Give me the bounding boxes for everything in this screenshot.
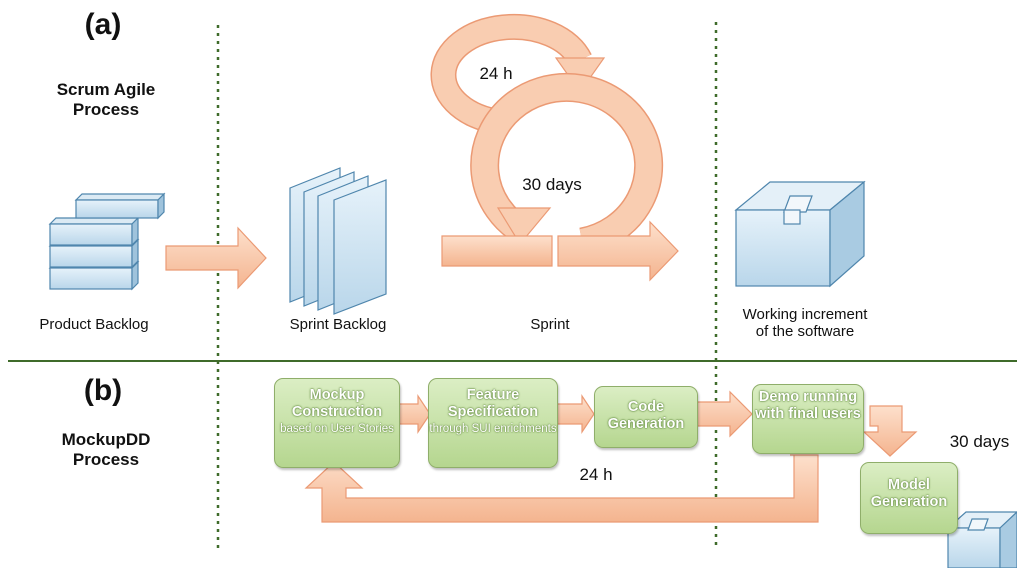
sprint-cycle-arrow-icon — [470, 72, 664, 257]
sprint-input-arrow — [441, 235, 553, 267]
arrow-mockup-to-feature — [397, 394, 431, 434]
product-backlog-label: Product Backlog — [39, 316, 149, 333]
mockup-construction-box: Mockup Construction based on User Storie… — [274, 378, 400, 468]
daily-cycle-label: 24 h — [479, 64, 513, 83]
feature-specification-box: Feature Specification through SUI enrich… — [428, 378, 558, 468]
mockup-construction-title: Mockup Construction — [291, 387, 383, 421]
arrow-code-to-demo — [695, 390, 753, 438]
sprint-label: Sprint — [530, 316, 570, 333]
sprint-cycle-label: 30 days — [522, 175, 582, 194]
mockup-construction-subtitle: based on User Stories — [280, 422, 394, 435]
mockup-loop-label: 24 h — [579, 465, 613, 484]
code-generation-title: Code Generation — [607, 399, 685, 433]
sprint-output-arrow — [557, 220, 679, 282]
sprint-backlog-icon — [289, 167, 387, 315]
model-output-box-icon — [946, 511, 1017, 568]
demo-title: Demo running with final users — [755, 389, 861, 423]
mockup-cycle-label: 30 days — [949, 432, 1010, 451]
feature-specification-subtitle: through SUI enrichments — [429, 422, 557, 435]
product-backlog-icon — [48, 192, 166, 291]
scrum-process-label: Scrum Agile Process — [56, 80, 156, 119]
part-a-label: (a) — [84, 8, 122, 41]
sprint-backlog-label: Sprint Backlog — [289, 316, 387, 333]
feature-specification-title: Feature Specification — [447, 387, 539, 421]
part-b-label: (b) — [83, 374, 123, 407]
model-generation-box: Model Generation — [860, 462, 958, 534]
working-increment-box-icon — [734, 180, 866, 288]
model-generation-title: Model Generation — [870, 477, 948, 511]
arrow-feature-to-code — [555, 394, 595, 434]
arrow-to-sprint-backlog — [165, 226, 267, 290]
arrow-demo-to-model — [862, 405, 918, 457]
working-increment-label: Working increment of the software — [742, 306, 868, 341]
mockupdd-process-label: MockupDD Process — [61, 430, 151, 469]
code-generation-box: Code Generation — [594, 386, 698, 448]
demo-box: Demo running with final users — [752, 384, 864, 454]
